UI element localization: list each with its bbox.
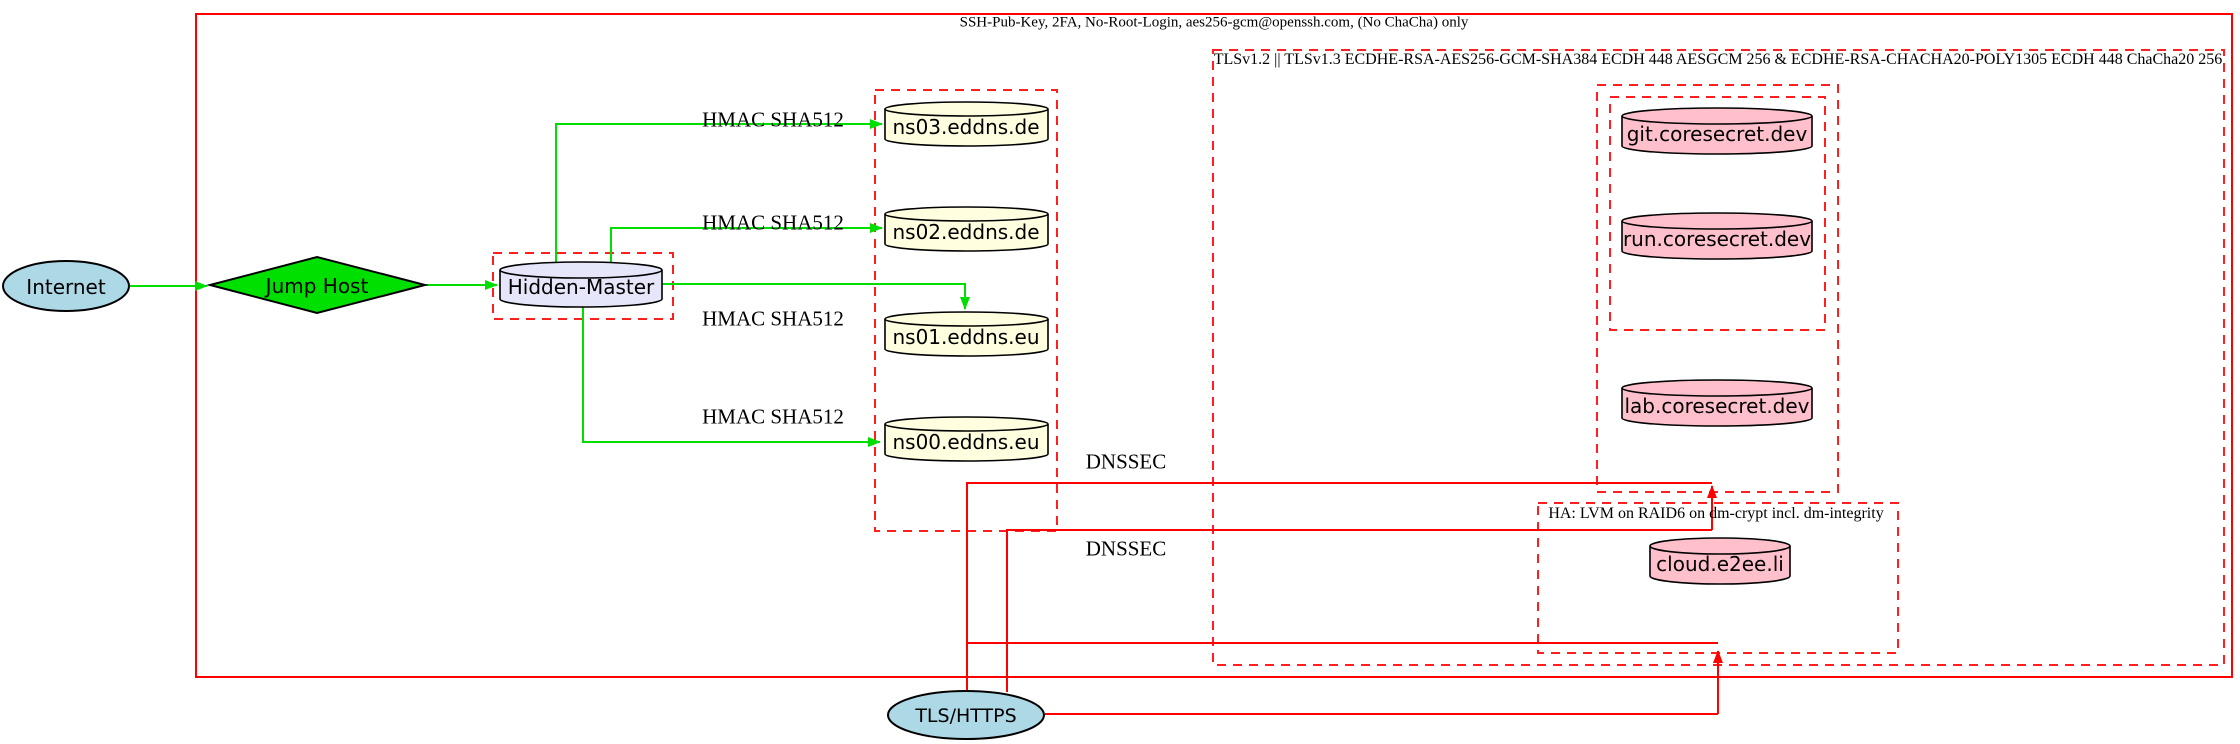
cluster-ssh-border <box>195 13 2233 678</box>
cluster-ha-label: HA: LVM on RAID6 on dm-crypt incl. dm-in… <box>1548 505 1884 522</box>
run-label: run.coresecret.dev <box>1622 227 1812 251</box>
edge-label-dnssec-2: DNSSEC <box>1085 536 1167 561</box>
ns00-label: ns00.eddns.eu <box>892 430 1040 454</box>
git-cylinder <box>1621 107 1813 155</box>
run-cylinder <box>1621 212 1813 260</box>
cluster-nameservers-border <box>874 89 1058 532</box>
edge-label-hmac-ns00: HMAC SHA512 <box>702 404 844 429</box>
ns01-label: ns01.eddns.eu <box>892 325 1040 349</box>
ns03-label: ns03.eddns.de <box>892 115 1040 139</box>
ns01-cylinder <box>884 311 1049 357</box>
cluster-coresecret-outer-border <box>1596 84 1839 493</box>
jump-host-diamond <box>206 255 429 315</box>
ns02-label: ns02.eddns.de <box>892 220 1040 244</box>
cluster-ssh-label: SSH-Pub-Key, 2FA, No-Root-Login, aes256-… <box>959 14 1469 31</box>
edge-label-hmac-ns02: HMAC SHA512 <box>702 210 844 235</box>
edge-tlshttps-coresecret-a <box>966 482 1712 692</box>
cluster-tls-label: TLSv1.2 || TLSv1.3 ECDHE-RSA-AES256-GCM-… <box>1213 51 2223 68</box>
edge-hiddenmaster-ns00 <box>582 306 881 447</box>
cloud-label: cloud.e2ee.li <box>1656 552 1784 576</box>
git-label: git.coresecret.dev <box>1626 122 1808 146</box>
edge-label-hmac-ns03: HMAC SHA512 <box>702 107 844 132</box>
edge-label-dnssec-1: DNSSEC <box>1085 449 1167 474</box>
cloud-cylinder <box>1649 537 1791 585</box>
edge-label-hmac-ns01: HMAC SHA512 <box>702 306 844 331</box>
edge-hiddenmaster-ns03 <box>555 119 883 264</box>
internet-label: Internet <box>26 275 106 299</box>
ns03-cylinder <box>884 101 1049 147</box>
tls-https-ellipse <box>887 690 1045 740</box>
jump-host-label: Jump Host <box>265 274 369 298</box>
ns02-cylinder <box>884 206 1049 252</box>
edge-hiddenmaster-ns01 <box>662 283 970 310</box>
edge-hiddenmaster-ns02 <box>610 223 883 264</box>
edge-tlshttps-coresecret-b <box>1006 529 1712 692</box>
ns00-cylinder <box>884 416 1049 462</box>
lab-cylinder <box>1621 379 1813 427</box>
internet-ellipse <box>2 260 130 312</box>
hidden-master-label: Hidden-Master <box>507 275 655 299</box>
tls-https-label: TLS/HTTPS <box>915 705 1017 727</box>
hidden-master-cylinder <box>499 261 663 308</box>
lab-label: lab.coresecret.dev <box>1624 394 1810 418</box>
